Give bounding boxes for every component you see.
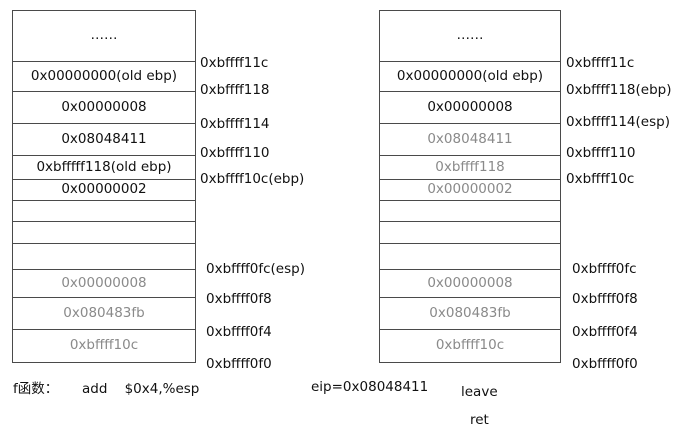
left-stack-cell: 0x00000008 xyxy=(13,269,195,297)
right-stack-cell xyxy=(380,200,560,221)
ret-instruction: ret xyxy=(470,412,489,428)
left-stack-cell: 0x00000000(old ebp) xyxy=(13,61,195,91)
right-stack-cell: 0x080483fb xyxy=(380,297,560,329)
right-address-label: 0xbffff118(ebp) xyxy=(566,82,672,98)
right-stack-cell: 0x00000008 xyxy=(380,269,560,297)
left-stack-cell: 0x00000002 xyxy=(13,179,195,200)
left-stack-cell xyxy=(13,221,195,243)
function-label: f函数： xyxy=(13,381,59,397)
left-stack-cell: 0x080483fb xyxy=(13,297,195,329)
left-address-label: 0xbffff118 xyxy=(200,82,270,98)
right-stack-cell: 0x08048411 xyxy=(380,123,560,155)
right-stack-cell: 0xbffff118 xyxy=(380,155,560,179)
left-address-label: 0xbffff114 xyxy=(200,116,270,132)
leave-instruction: leave xyxy=(461,384,498,400)
left-address-label: 0xbffff110 xyxy=(200,145,270,161)
right-stack-cell xyxy=(380,243,560,269)
left-stack-cell: …… xyxy=(90,27,118,44)
right-address-label: 0xbffff0f8 xyxy=(572,291,638,307)
left-address-label: 0xbffff10c(ebp) xyxy=(200,171,305,187)
right-address-label: 0xbffff10c xyxy=(566,171,635,187)
right-address-label: 0xbffff114(esp) xyxy=(566,114,670,130)
instruction-text: add $0x4,%esp xyxy=(82,381,200,397)
right-address-label: 0xbffff0fc xyxy=(572,261,637,277)
left-address-label: 0xbffff11c xyxy=(200,55,269,71)
right-address-label: 0xbffff110 xyxy=(566,145,636,161)
left-stack-cell: 0x00000008 xyxy=(13,91,195,123)
right-stack-cell: 0x00000000(old ebp) xyxy=(380,61,560,91)
left-stack-cell: 0xbfffff118(old ebp) xyxy=(13,155,195,179)
left-address-label: 0xbffff0f8 xyxy=(206,291,272,307)
right-stack-cell xyxy=(380,221,560,243)
right-stack-cell: 0x00000008 xyxy=(380,91,560,123)
left-stack-cell: 0xbffff10c xyxy=(13,329,195,362)
left-stack-cell xyxy=(13,243,195,269)
right-address-label: 0xbffff0f4 xyxy=(572,324,638,340)
right-stack-cell: 0x00000002 xyxy=(380,179,560,200)
left-address-label: 0xbffff0f4 xyxy=(206,324,272,340)
left-address-label: 0xbffff0fc(esp) xyxy=(206,261,305,277)
left-address-label: 0xbffff0f0 xyxy=(206,356,272,372)
right-stack-cell: 0xbffff10c xyxy=(380,329,560,362)
right-stack-cell: …… xyxy=(456,27,484,44)
right-address-label: 0xbffff11c xyxy=(566,55,635,71)
eip-value: eip=0x08048411 xyxy=(311,379,429,395)
left-stack-cell xyxy=(13,200,195,221)
right-address-label: 0xbffff0f0 xyxy=(572,356,638,372)
left-stack-cell: 0x08048411 xyxy=(13,123,195,155)
